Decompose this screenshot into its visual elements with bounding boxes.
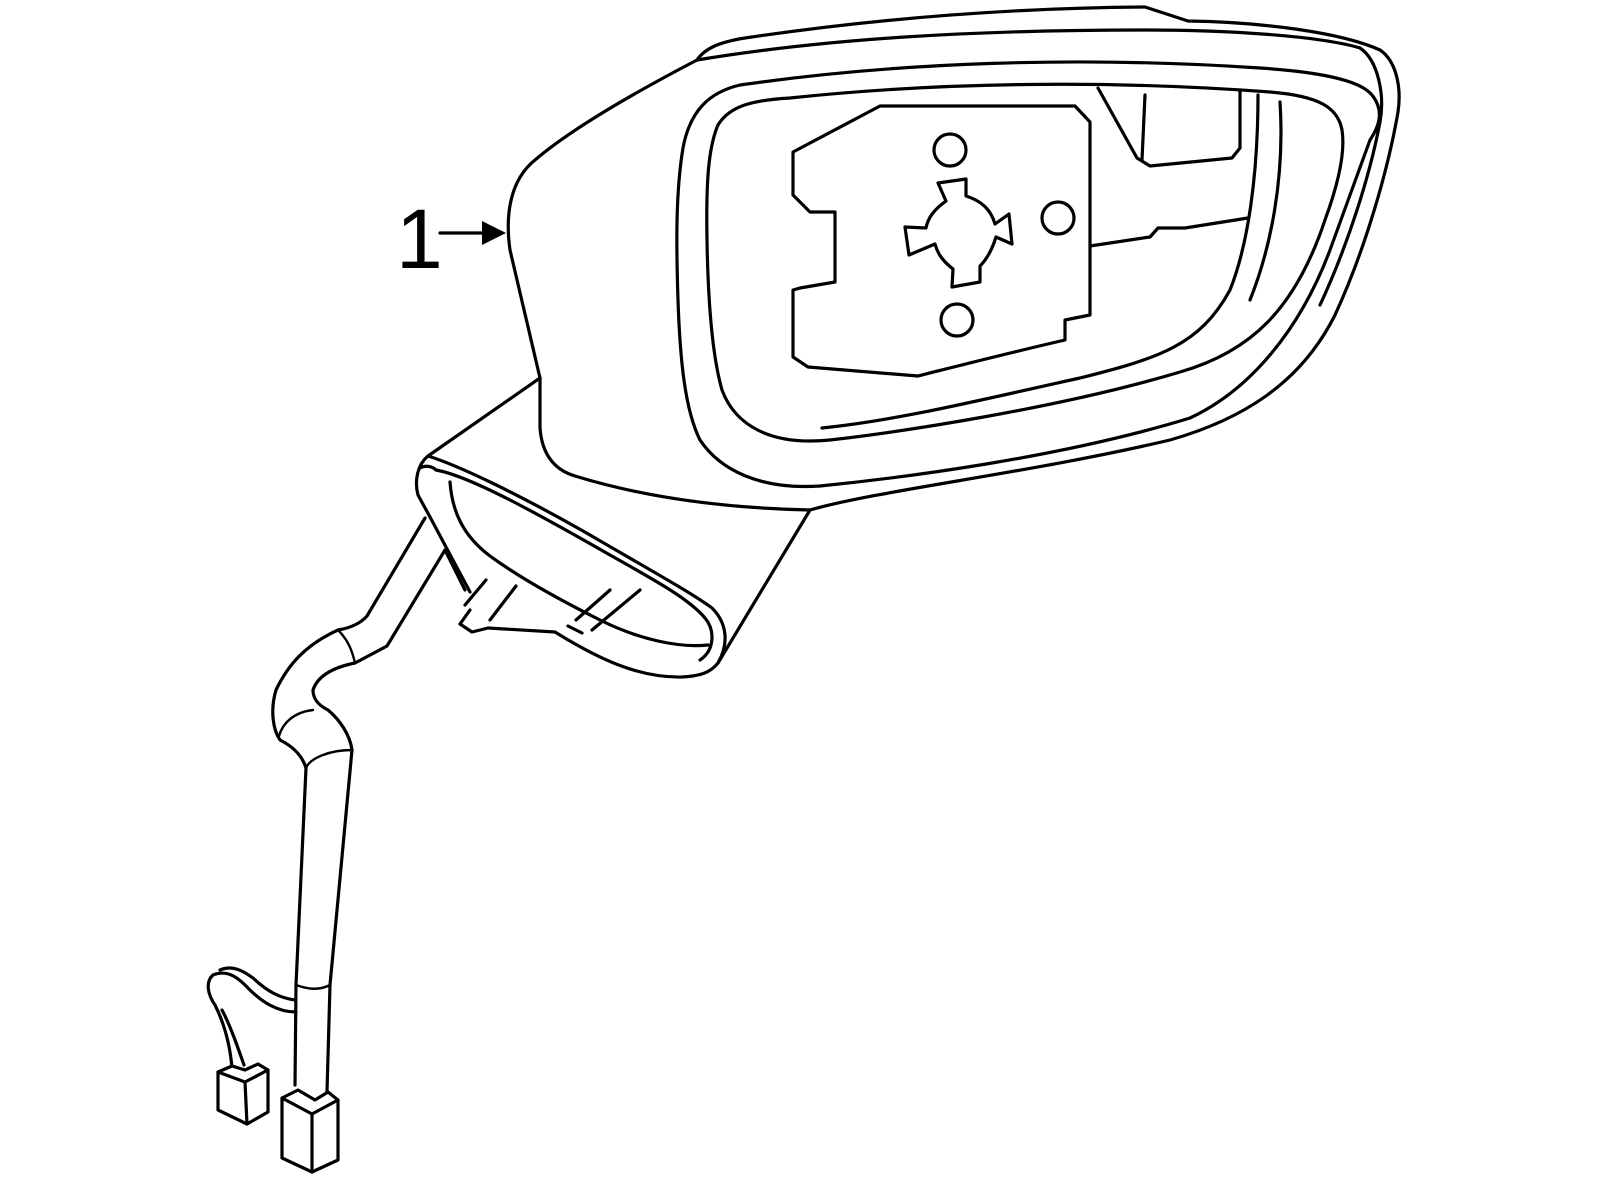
pivot-mount — [903, 177, 1014, 289]
harness-connector-small — [216, 1062, 270, 1126]
callout-1: 1 — [396, 192, 506, 286]
wiring-harness — [206, 515, 472, 1094]
mounting-hole-right — [1040, 200, 1076, 236]
arrow-head-icon — [482, 221, 506, 245]
mirror-glass-frame — [675, 60, 1381, 489]
mounting-hole-bottom — [939, 302, 975, 338]
callout-number: 1 — [396, 192, 443, 286]
glass-backing-plate — [791, 86, 1250, 378]
mounting-hole-top — [932, 132, 968, 168]
mirror-base — [414, 376, 812, 679]
mirror-housing — [506, 5, 1401, 512]
harness-connector-large — [280, 1088, 340, 1174]
